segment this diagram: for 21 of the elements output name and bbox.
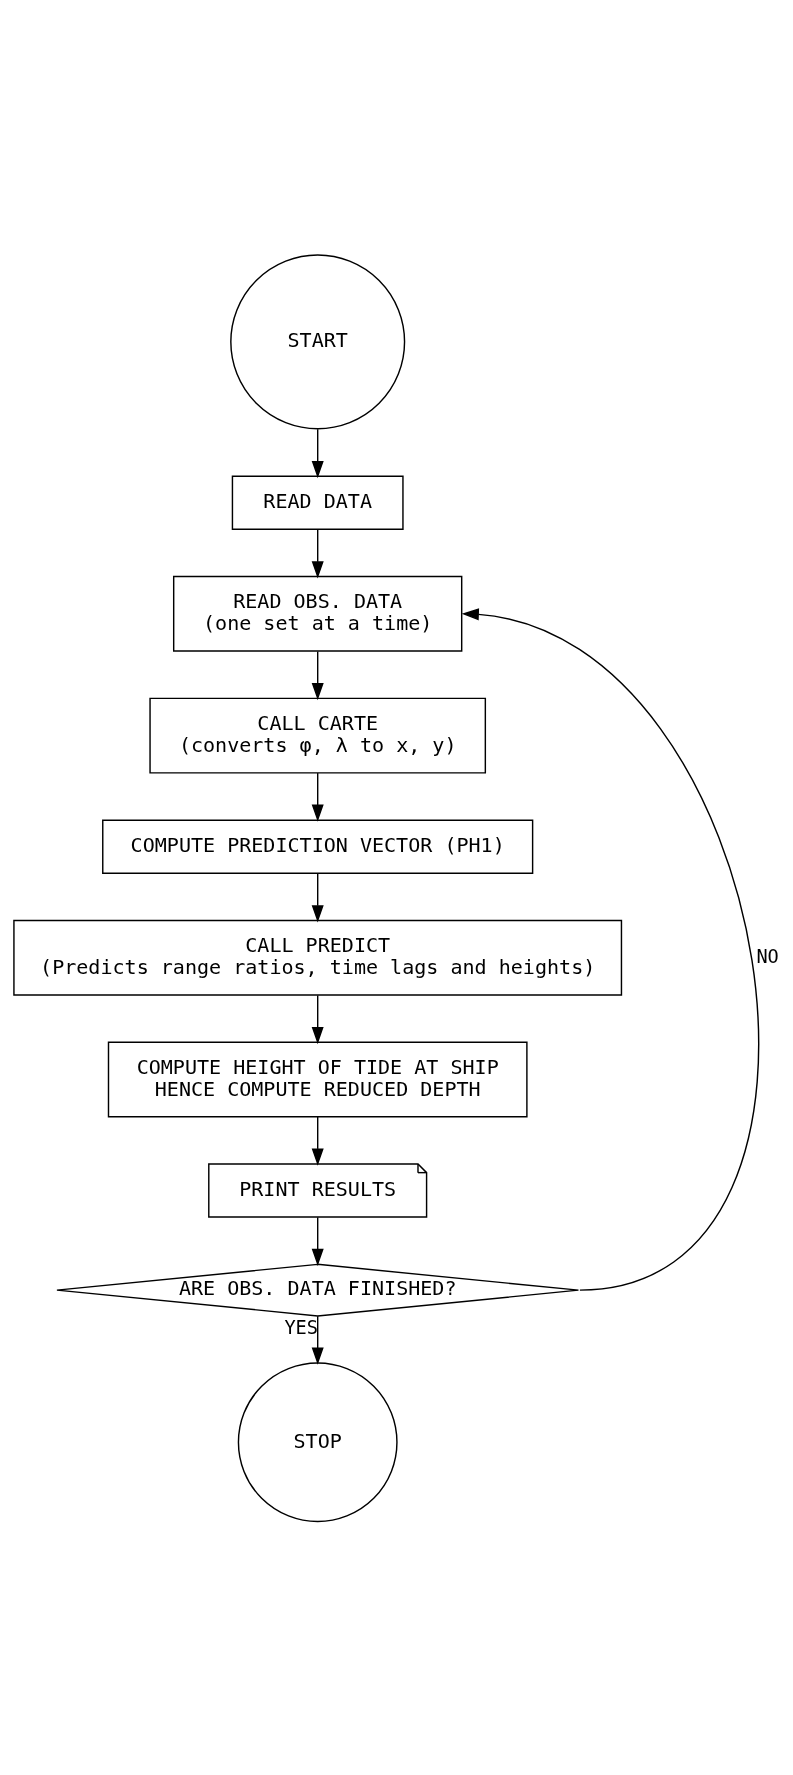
node-box: READ OBS. DATA (one set at a time) — [172, 575, 463, 652]
arrow — [311, 528, 324, 579]
node-box: READ DATA — [231, 475, 404, 530]
node-box: CALL CARTE (converts φ, λ to x, y) — [149, 697, 487, 774]
arrow — [311, 1216, 324, 1266]
arrow — [311, 428, 324, 478]
arrow — [461, 607, 760, 1291]
edge-label: YES — [284, 1316, 319, 1338]
node-box: COMPUTE PREDICTION VECTOR (PH1) — [102, 818, 534, 874]
node-circle: STOP — [237, 1361, 398, 1522]
arrow — [311, 771, 324, 822]
arrow — [311, 650, 324, 700]
arrow — [311, 871, 324, 922]
arrow — [311, 994, 324, 1044]
node-box: COMPUTE HEIGHT OF TIDE AT SHIP HENCE COMPUTE REDUCED DEPTH — [107, 1041, 528, 1117]
node-circle: START — [230, 253, 406, 429]
node-diamond: ARE OBS. DATA FINISHED? — [56, 1263, 580, 1317]
node-box: CALL PREDICT (Predicts range ratios, time lags and heights) — [13, 919, 623, 996]
arrow — [311, 1115, 324, 1166]
arrow — [311, 1315, 324, 1365]
edge-label: NO — [756, 945, 779, 967]
